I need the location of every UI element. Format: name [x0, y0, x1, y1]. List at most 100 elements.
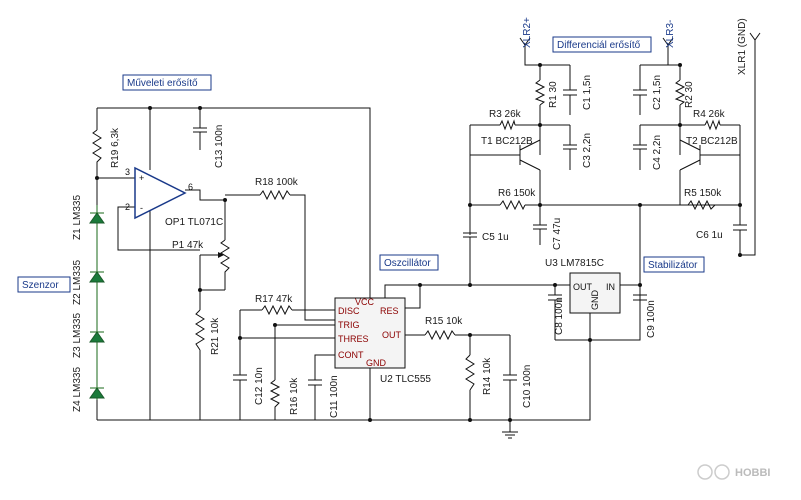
resistors — [92, 79, 721, 410]
r17-symbol — [261, 304, 293, 316]
r5-symbol — [687, 199, 716, 211]
label-r1: R1 30 — [548, 81, 559, 108]
label-u2: U2 TLC555 — [380, 374, 431, 385]
c2-symbol — [633, 89, 647, 100]
u2-pin-res: RES — [380, 306, 399, 316]
r4-symbol — [704, 119, 721, 131]
label-z2: Z2 LM335 — [72, 260, 83, 305]
c1-symbol — [563, 89, 577, 100]
op-pin6: 6 — [188, 182, 193, 192]
r18-symbol — [259, 189, 291, 201]
u2-pin-trig: TRIG — [338, 320, 360, 330]
r19-symbol — [92, 129, 102, 165]
box-differencial: Differenciál erősítő — [557, 40, 641, 51]
u2-pin-out: OUT — [382, 330, 402, 340]
ic-u2-tlc555: DISC TRIG THRES CONT VCC RES OUT GND — [334, 297, 406, 369]
c11-symbol — [308, 379, 322, 392]
op-minus-sign: - — [140, 203, 143, 213]
box-stabilizator: Stabilizátor — [648, 260, 698, 271]
z2-symbol — [89, 271, 105, 283]
label-z4: Z4 LM335 — [72, 367, 83, 412]
label-c6: C6 1u — [696, 230, 723, 241]
label-c2: C2 1,5n — [652, 75, 663, 110]
c3-symbol — [563, 144, 577, 152]
transistor-t1 — [519, 125, 541, 175]
c5-symbol — [463, 232, 477, 240]
c9-symbol — [633, 294, 647, 301]
u3-pin-gnd: GND — [590, 290, 600, 311]
z4-symbol — [89, 387, 105, 399]
op-plus-sign: + — [139, 173, 144, 183]
opamp-op1: + - 3 2 6 — [125, 166, 193, 220]
transistor-t2 — [679, 125, 701, 175]
label-t1: T1 BC212B — [481, 136, 533, 147]
watermark-text: HOBBI — [735, 467, 770, 479]
label-p1: P1 47k — [172, 240, 204, 251]
op-pin2: 2 — [125, 202, 130, 212]
label-r4: R4 26k — [693, 109, 726, 120]
c4-symbol — [633, 144, 647, 152]
label-r15: R15 10k — [425, 316, 463, 327]
label-xlr2: XLR2+ — [522, 17, 533, 48]
label-r6: R6 150k — [498, 188, 536, 199]
label-r17: R17 47k — [255, 294, 293, 305]
label-c12: C12 10n — [254, 367, 265, 405]
ic-u3-lm7815: OUT IN GND — [569, 272, 621, 340]
c8-symbol — [548, 294, 562, 308]
label-r14: R14 10k — [482, 357, 493, 395]
u2-pin-vcc: VCC — [355, 297, 375, 307]
label-c3: C3 2,2n — [582, 133, 593, 168]
r3-symbol — [499, 119, 516, 131]
u3-pin-in: IN — [606, 282, 615, 292]
label-c13: C13 100n — [214, 125, 225, 168]
label-r16: R16 10k — [289, 377, 300, 415]
box-muveleti: Műveleti erősítő — [127, 78, 198, 89]
r6-symbol — [499, 199, 526, 211]
label-r2: R2 30 — [684, 81, 695, 108]
label-c1: C1 1,5n — [582, 75, 593, 110]
label-r21: R21 10k — [210, 317, 221, 355]
label-r19: R19 6,3k — [110, 127, 121, 168]
label-c10: C10 100n — [522, 365, 533, 408]
connector-symbols — [519, 32, 761, 46]
r21-symbol — [195, 309, 205, 351]
label-t2: T2 BC212B — [686, 136, 738, 147]
label-u3: U3 LM7815C — [545, 258, 604, 269]
u3-pin-out: OUT — [573, 282, 593, 292]
u2-pin-thres: THRES — [338, 334, 369, 344]
r15-symbol — [424, 329, 456, 341]
component-labels: R19 6,3k C13 100n OP1 TL071C P1 47k R18 … — [72, 75, 738, 418]
r14-symbol — [465, 354, 475, 391]
c10-symbol — [503, 374, 517, 388]
label-r18: R18 100k — [255, 177, 299, 188]
z1-symbol — [89, 212, 105, 224]
u2-pin-disc: DISC — [338, 306, 360, 316]
c7-symbol — [533, 224, 547, 232]
c13-symbol — [193, 127, 207, 150]
box-szenzor: Szenzor — [22, 280, 59, 291]
connector-labels: XLR2+ XLR3- XLR1 (GND) — [522, 17, 748, 75]
capacitors — [193, 89, 747, 392]
r2-symbol — [674, 79, 686, 106]
u2-pin-cont: CONT — [338, 350, 364, 360]
label-xlr1: XLR1 (GND) — [737, 18, 748, 75]
label-xlr3: XLR3- — [665, 20, 676, 48]
c6-symbol — [733, 224, 747, 240]
wires — [96, 40, 756, 439]
sensor-diodes — [89, 205, 105, 420]
u2-pin-gnd: GND — [366, 358, 387, 368]
label-c5: C5 1u — [482, 232, 509, 243]
label-z3: Z3 LM335 — [72, 313, 83, 358]
section-labels: Műveleti erősítő Differenciál erősítő Os… — [17, 36, 705, 293]
op-pin3: 3 — [125, 167, 130, 177]
box-oszcillator: Oszcillátor — [384, 258, 431, 269]
label-z1: Z1 LM335 — [72, 195, 83, 240]
label-c8: C8 100n — [554, 297, 565, 335]
p1-symbol — [220, 239, 230, 275]
watermark-logo: HOBBI — [697, 464, 770, 480]
label-c4: C4 2,2n — [652, 135, 663, 170]
c12-symbol — [233, 374, 247, 390]
z3-symbol — [89, 331, 105, 343]
r1-symbol — [534, 79, 546, 106]
